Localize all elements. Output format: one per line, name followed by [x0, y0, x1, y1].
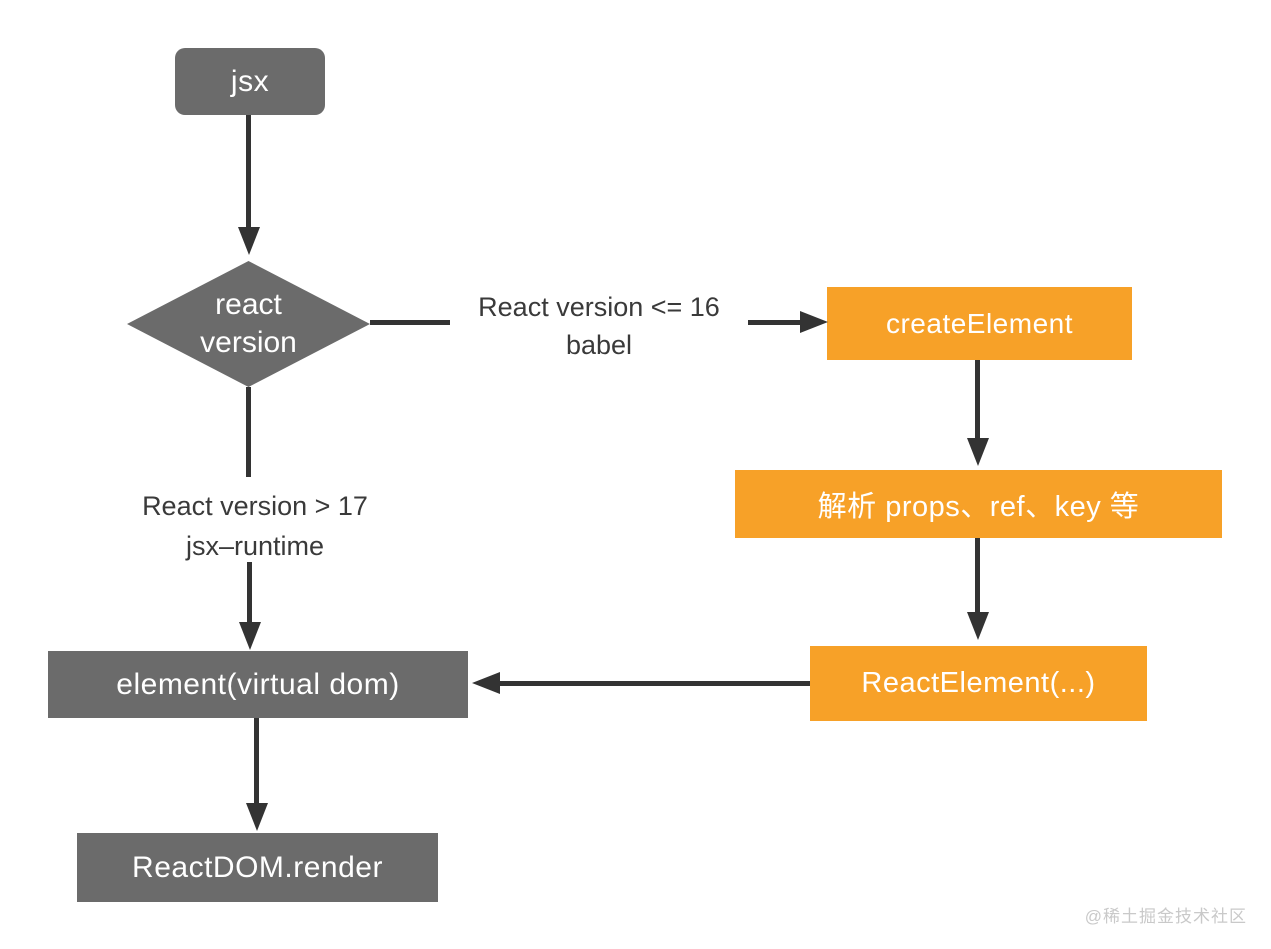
arrowhead-down-icon: [967, 612, 989, 640]
edge-reactelement-to-element-line: [500, 681, 810, 686]
edge-jsx-to-decision-line: [246, 115, 251, 227]
arrowhead-down-icon: [238, 227, 260, 255]
edge-label-react-gt-17: React version > 17 jsx–runtime: [95, 486, 415, 566]
node-react-version-label-line2: version: [200, 326, 297, 359]
arrowhead-left-icon: [472, 672, 500, 694]
edge-decision-to-create-line-b: [748, 320, 800, 325]
edge-decision-to-element-line-a: [246, 387, 251, 477]
node-create-element-label: createElement: [885, 307, 1074, 339]
edge-label-react-gt-17-line2: jsx–runtime: [185, 531, 325, 561]
arrowhead-down-icon: [239, 622, 261, 650]
edge-label-react-gt-17-line1: React version > 17: [142, 491, 368, 521]
node-jsx-label: jsx: [230, 64, 270, 98]
edge-label-react-le-16: React version <= 16 babel: [450, 288, 748, 364]
edge-create-to-parse-line: [975, 360, 980, 438]
node-parse-props-label: 解析 props、ref、key 等: [817, 491, 1140, 523]
node-react-element: ReactElement(...): [810, 646, 1147, 721]
node-reactdom-render: ReactDOM.render: [77, 833, 438, 902]
node-react-element-label: ReactElement(...): [861, 667, 1096, 699]
edge-label-react-le-16-line1: React version <= 16: [478, 292, 720, 322]
node-react-version-decision: react version: [127, 261, 370, 387]
edge-parse-to-reactelement-line: [975, 538, 980, 612]
edge-label-react-le-16-line2: babel: [565, 330, 633, 360]
arrowhead-right-icon: [800, 311, 828, 333]
node-create-element: createElement: [827, 287, 1132, 360]
watermark: @稀土掘金技术社区: [1084, 907, 1247, 926]
node-element-virtual-dom: element(virtual dom): [48, 651, 468, 718]
arrowhead-down-icon: [246, 803, 268, 831]
node-element-virtual-dom-label: element(virtual dom): [116, 667, 400, 701]
edge-decision-to-element-line-b: [247, 562, 252, 622]
node-parse-props: 解析 props、ref、key 等: [735, 470, 1222, 538]
node-jsx: jsx: [175, 48, 325, 115]
edge-element-to-render-line: [254, 718, 259, 803]
node-react-version-label-line1: react: [215, 288, 282, 321]
edge-decision-to-create-line-a: [370, 320, 452, 325]
arrowhead-down-icon: [967, 438, 989, 466]
node-reactdom-render-label: ReactDOM.render: [132, 850, 383, 884]
